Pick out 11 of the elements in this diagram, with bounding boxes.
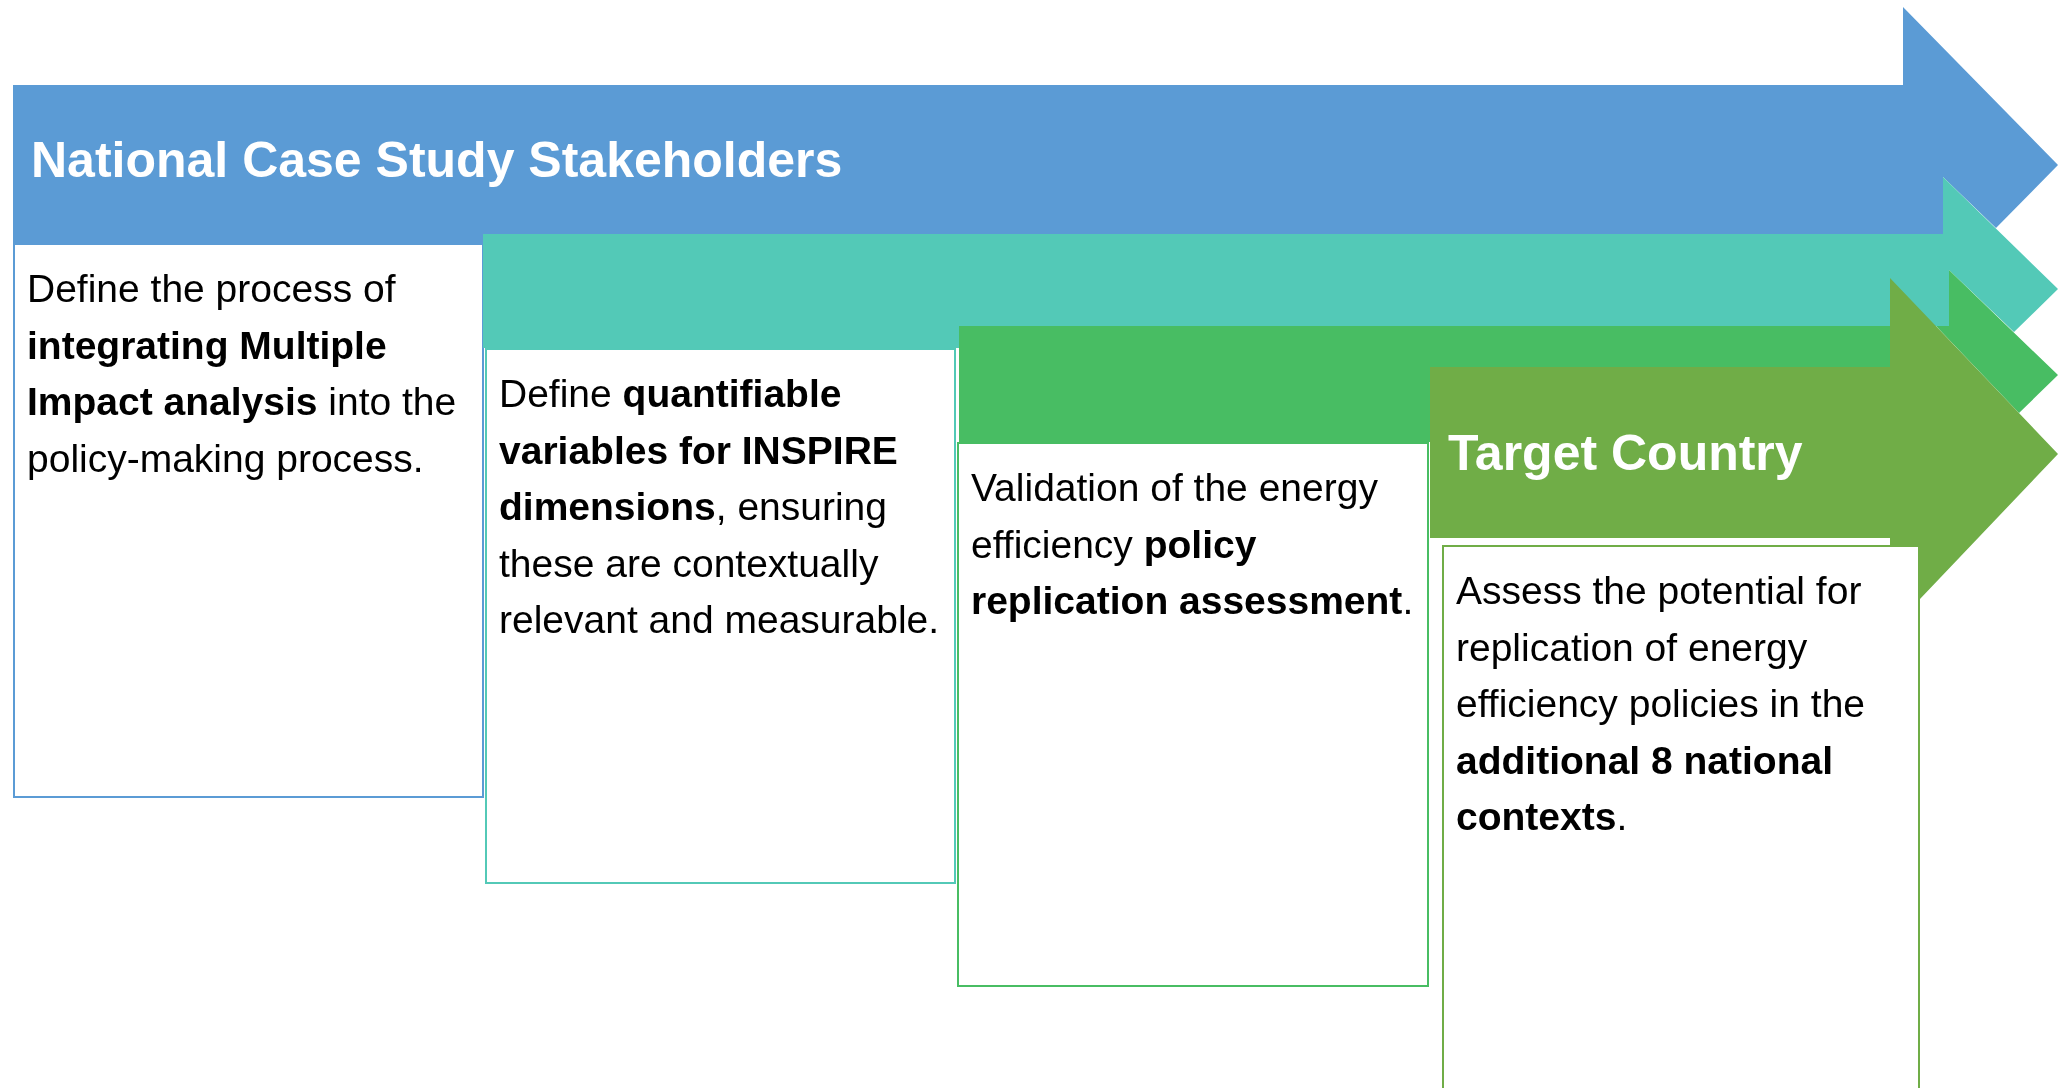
banner-title: Target Country — [1448, 427, 1803, 478]
text-box — [13, 243, 484, 798]
text-box — [485, 348, 956, 884]
description-text: Validation of the energy efficiency policy replication assessment. — [971, 465, 1415, 625]
description-text: Assess the potential for replication of energy efficiency policies in the additional 8 national contexts. — [1456, 568, 1866, 841]
text-box — [957, 442, 1429, 987]
text-box — [1442, 545, 1920, 1088]
description-text: Define the process of integrating Multiple Impact analysis into the policy-making process. — [27, 266, 458, 482]
banner-title: National Case Study Stakeholders — [31, 135, 843, 185]
arrow-banner — [13, 7, 2058, 243]
description-text: Define quantifiable variables for INSPIRE dimensions, ensuring these are contextually relevant and measurable. — [499, 371, 941, 644]
